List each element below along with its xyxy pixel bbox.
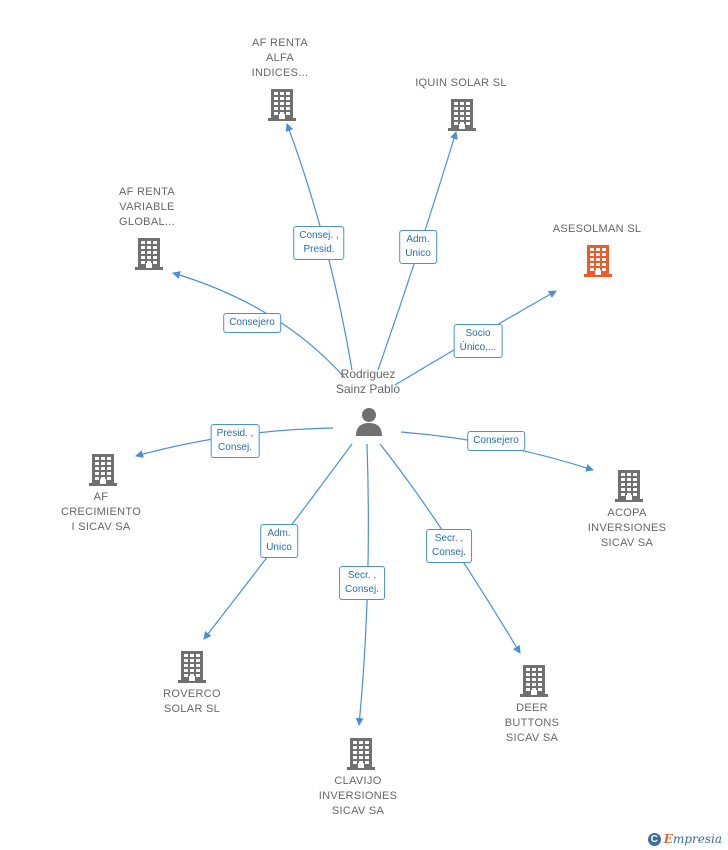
- building-icon[interactable]: [89, 452, 117, 486]
- company-label-acopa[interactable]: ACOPA INVERSIONES SICAV SA: [587, 507, 667, 549]
- relation-label-af-crecimiento[interactable]: Presid. , Consej.: [210, 424, 260, 458]
- building-icon[interactable]: [347, 736, 375, 770]
- company-label-af-renta-variable[interactable]: AF RENTA VARIABLE GLOBAL...: [119, 186, 175, 228]
- relation-label-iquin-solar[interactable]: Adm. Unico: [399, 230, 437, 264]
- company-label-af-renta-alfa[interactable]: AF RENTA ALFA INDICES...: [251, 37, 309, 79]
- relation-label-asesolman[interactable]: Socio Único,...: [453, 324, 503, 358]
- relation-label-roverco[interactable]: Adm. Unico: [260, 524, 298, 558]
- relation-label-af-renta-alfa[interactable]: Consej. , Presid.: [293, 226, 345, 260]
- building-icon[interactable]: [178, 649, 206, 683]
- building-icon[interactable]: [135, 236, 163, 270]
- building-icon[interactable]: [520, 663, 548, 697]
- copyright-icon: C: [647, 833, 661, 846]
- relation-label-acopa[interactable]: Consejero: [467, 431, 525, 451]
- building-icon[interactable]: [584, 243, 612, 277]
- brand-initial: E: [663, 831, 673, 846]
- person-icon[interactable]: [354, 406, 384, 436]
- relation-label-deer-buttons[interactable]: Secr. , Consej.: [426, 529, 472, 563]
- company-label-asesolman[interactable]: ASESOLMAN SL: [552, 223, 642, 235]
- relation-label-clavijo[interactable]: Secr. , Consej.: [339, 566, 385, 600]
- building-icon[interactable]: [448, 97, 476, 131]
- building-icon[interactable]: [615, 468, 643, 502]
- company-label-clavijo[interactable]: CLAVIJO INVERSIONES SICAV SA: [318, 775, 398, 817]
- relation-label-af-renta-variable[interactable]: Consejero: [223, 313, 281, 333]
- company-label-af-crecimiento[interactable]: AF CRECIMIENTO I SICAV SA: [60, 491, 142, 533]
- brand-name: mpresia: [672, 831, 722, 846]
- building-icon[interactable]: [268, 87, 296, 121]
- company-label-deer-buttons[interactable]: DEER BUTTONS SICAV SA: [504, 702, 560, 744]
- company-label-iquin-solar[interactable]: IQUIN SOLAR SL: [415, 77, 507, 89]
- company-label-roverco[interactable]: ROVERCO SOLAR SL: [163, 688, 221, 715]
- center-person-name[interactable]: Rodriguez Sainz Pablo: [335, 367, 401, 396]
